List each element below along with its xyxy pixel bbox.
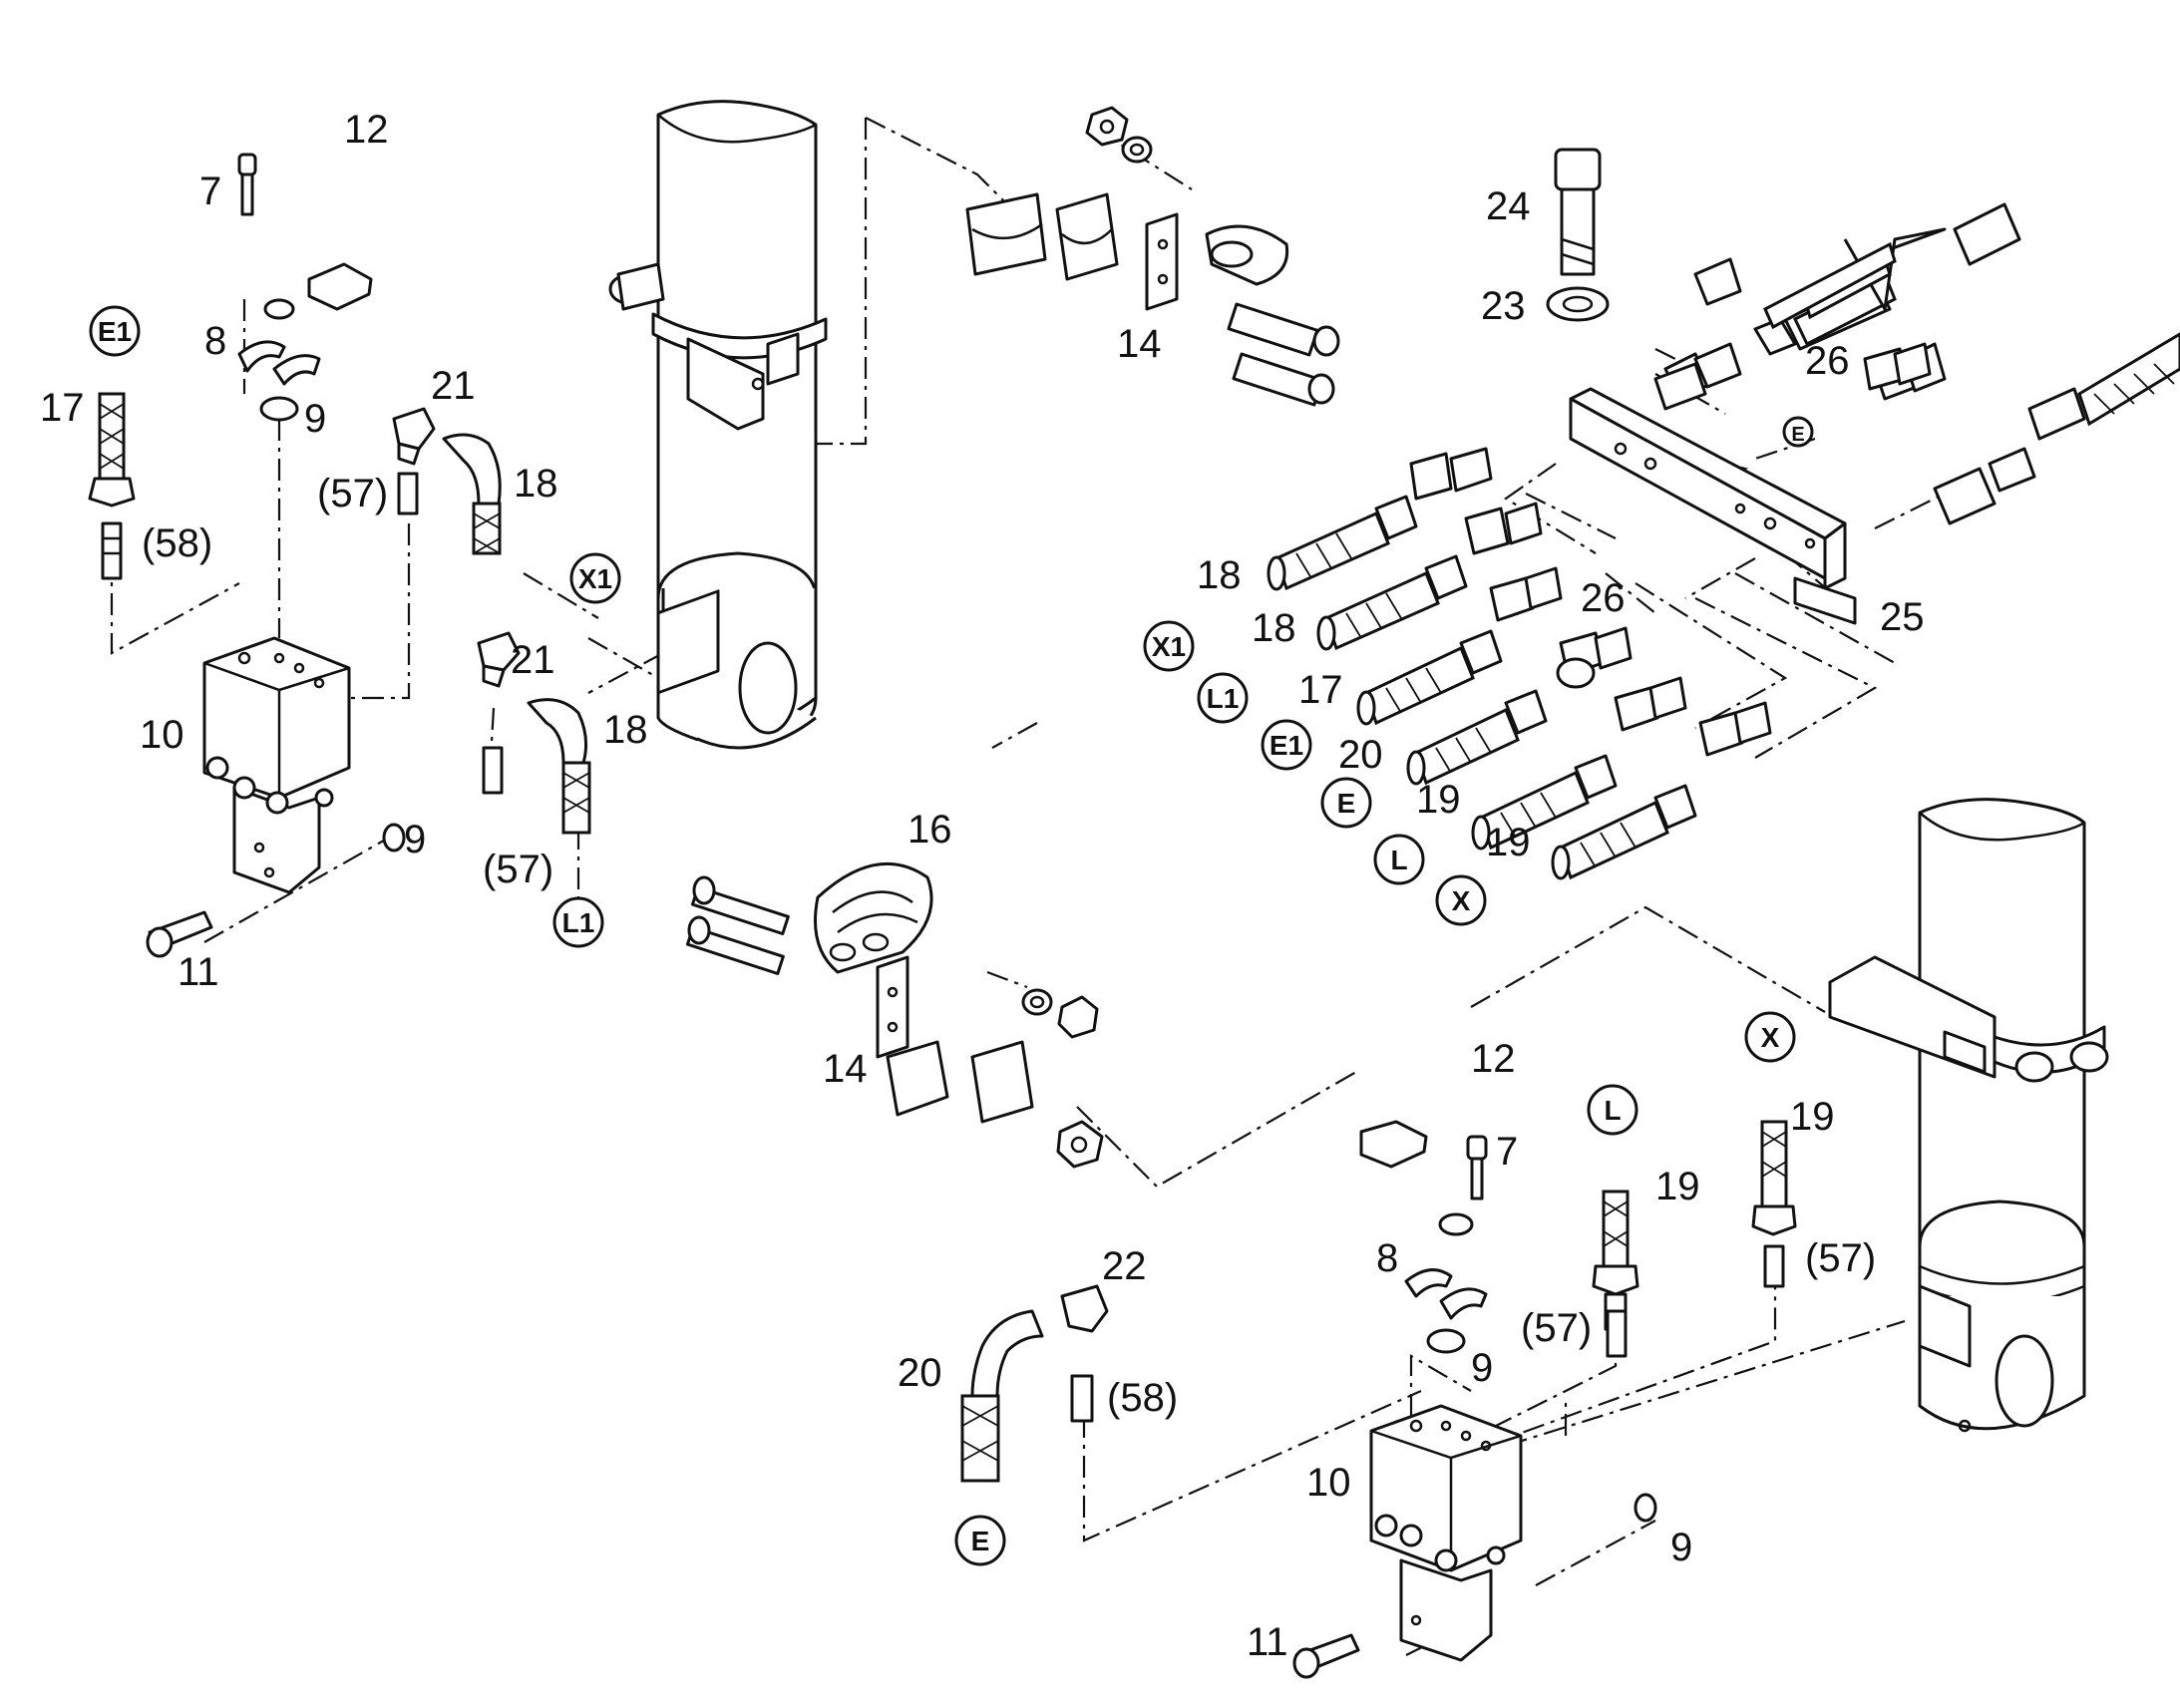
port-marker-x-c: X [1744,1011,1796,1063]
label-14: 14 [1117,322,1162,366]
port-marker-e1b: E1 [1261,719,1312,771]
clamp-assembly-top [965,106,1340,407]
label-9b: 9 [404,818,426,861]
label-57c: (57) [1521,1306,1592,1350]
port-marker-l1: L1 [552,896,604,948]
label-18c: 18 [1197,553,1242,597]
label-8b: 8 [1376,1236,1398,1280]
svg-text:E: E [1791,424,1804,446]
label-21b: 21 [511,638,555,682]
port-marker-l-c: L [1587,1084,1638,1136]
label-24: 24 [1486,184,1531,228]
label-18b: 18 [603,708,648,752]
label-22: 22 [1102,1244,1147,1288]
washer-icon [1121,136,1153,164]
label-19: 19 [1416,778,1461,822]
svg-text:X1: X1 [1152,631,1186,662]
label-20: 20 [1338,733,1383,777]
left-small-parts [88,115,591,958]
svg-text:E: E [971,1526,990,1556]
label-17b: 17 [1298,668,1343,712]
port-marker-x1: X1 [569,552,621,604]
label-9d: 9 [1670,1526,1692,1569]
port-marker-e-c: E [954,1515,1006,1566]
label-57b: (57) [483,848,553,891]
label-9: 9 [304,397,326,441]
label-18d: 18 [1252,606,1296,650]
port-marker-e1: E1 [89,305,141,357]
callout-labels: 7 12 8 9 17 (58) 21 (57) 18 10 21 18 (57… [40,108,1925,1664]
valve-block-left [202,636,351,894]
label-10: 10 [140,713,184,757]
bracket-assembly-right [1546,148,1857,625]
label-57: (57) [317,472,388,515]
leader-lines [110,117,1956,1656]
svg-text:X1: X1 [578,563,612,594]
port-marker-l1b: L1 [1197,672,1249,724]
label-14b: 14 [823,1047,868,1091]
label-25: 25 [1880,595,1925,639]
label-8: 8 [204,319,226,363]
svg-text:E1: E1 [98,316,132,347]
svg-text:E1: E1 [1270,730,1303,761]
port-marker-l-b: L [1373,834,1425,885]
label-10b: 10 [1306,1461,1351,1505]
port-marker-e-b: E [1320,777,1372,829]
svg-text:L1: L1 [1207,683,1240,714]
port-markers: E1 X1 L1 E X1 L1 E1 E [89,305,1814,1566]
hose-fittings-right [1267,202,2180,880]
hydraulic-cylinder-upper [608,100,828,750]
label-19b: 19 [1486,821,1531,864]
svg-text:X: X [1761,1022,1780,1053]
right-small-parts [960,997,1797,1679]
label-12b: 12 [1471,1037,1516,1081]
port-marker-x1b: X1 [1143,620,1195,672]
svg-text:X: X [1452,885,1471,916]
label-20b: 20 [898,1351,942,1395]
svg-text:L: L [1604,1095,1621,1126]
port-marker-e-small: E [1782,416,1814,448]
svg-text:L: L [1390,845,1407,875]
nut-icon [1085,106,1129,147]
svg-text:E: E [1337,788,1356,819]
label-11: 11 [178,950,219,994]
bolt-icon [1227,302,1340,407]
svg-text:L1: L1 [562,907,595,938]
label-18: 18 [514,462,558,506]
label-58: (58) [142,521,212,565]
label-9c: 9 [1471,1346,1493,1390]
screw-icon [146,910,213,958]
label-11b: 11 [1247,1620,1288,1664]
clamp-assembly-middle [685,861,1104,1169]
label-19c: 19 [1655,1165,1700,1208]
label-23: 23 [1481,284,1526,328]
label-7: 7 [199,170,221,213]
label-17: 17 [40,386,85,430]
label-7b: 7 [1496,1130,1518,1174]
hydraulic-cylinder-lower [1828,798,2109,1433]
label-19d: 19 [1790,1095,1835,1139]
label-57d: (57) [1805,1236,1876,1280]
label-58b: (58) [1107,1376,1178,1420]
label-26: 26 [1805,339,1850,383]
valve-block-right [1369,1404,1523,1662]
label-16: 16 [908,808,952,852]
label-21: 21 [431,364,476,408]
label-26b: 26 [1581,576,1626,620]
label-12: 12 [344,108,389,152]
port-marker-x-b: X [1435,874,1487,926]
